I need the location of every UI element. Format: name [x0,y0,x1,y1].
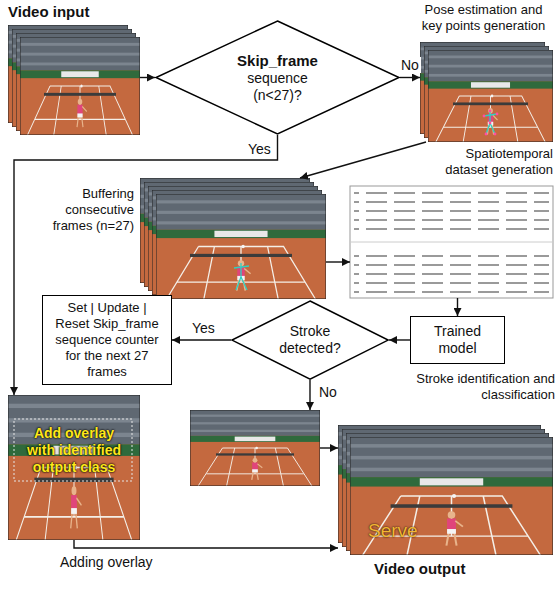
table-sheet [350,186,553,298]
overlay-frame: Add overlay with identified output class [8,395,140,540]
table-rows [354,190,549,235]
stage-heading: Video output [374,561,465,577]
pose-frames: Pose estimation and key points generatio… [420,42,553,142]
edge-label: No [317,384,339,400]
flow-arrow [309,380,310,410]
flow-arrow [14,135,278,395]
video-input-frames [8,25,140,135]
video-frames: Video input [8,25,140,135]
decision-text: Skip_frame [237,52,318,70]
decision-diamond: Stroke detected? [231,300,389,380]
output-frames: ServeVideo output [338,425,553,555]
pose-frames [420,42,553,142]
flow-arrow [74,540,338,548]
video-frame [20,37,140,135]
buffer-frames [140,178,326,299]
video-frame [190,410,320,486]
flow-arrow [326,261,350,262]
decision-body: Stroke detected? [231,300,389,380]
flow-arrow [320,447,338,448]
edge-label: Adding overlay [58,554,155,570]
buffer-frames: Buffering consecutive frames (n=27) [140,178,326,299]
stage-heading: Pose estimation and key points generatio… [416,2,551,34]
video-frame [190,410,320,486]
video-frame [428,50,553,142]
decision-text: sequence (n<27)? [233,70,323,104]
edge-label: Yes [246,141,273,157]
diamond-outline [232,301,388,379]
process-text: Trained model [422,323,494,357]
decision-diamond: Skip_framesequence (n<27)? [155,20,400,135]
output-frames [338,425,553,555]
overlay-frame [8,395,140,540]
dataset-table: Spatiotemporal dataset generation [350,186,553,298]
overlay-region [14,419,132,481]
video-frame [350,437,553,555]
flow-arrow [172,339,231,340]
edge-label: No [399,57,421,73]
flow-arrow [389,339,410,340]
process-text: Set | Update | Reset Skip_frame sequence… [49,300,165,380]
stage-heading: Video input [8,4,89,20]
key-points [483,110,499,136]
decision-body: Skip_framesequence (n<27)? [155,20,400,135]
process-box: Trained model [410,316,505,364]
edge-label: Yes [190,320,217,336]
table-rows [354,250,549,294]
process-box: Set | Update | Reset Skip_frame sequence… [42,295,172,385]
pose-skeleton [234,263,249,290]
overlay-text: Add overlay with identified output class [20,425,128,476]
diamond-outline [156,21,399,134]
flow-arrow [140,77,155,78]
flow-arrow [400,77,420,78]
dataset-table [350,186,553,298]
decision-text: Stroke detected? [272,323,348,357]
step-caption: Stroke identification and classification [395,371,557,403]
middle-frame [190,410,320,486]
video-frame [156,194,326,299]
flow-arrow [300,142,426,178]
stage-heading: Spatiotemporal dataset generation [428,146,553,178]
overlay-text: Serve [368,520,418,542]
flow-arrow [457,298,458,316]
video-frame [8,395,140,540]
table-rule [350,242,553,243]
pose-skeleton [484,111,497,134]
stage-heading: Buffering consecutive frames (n=27) [46,186,134,234]
